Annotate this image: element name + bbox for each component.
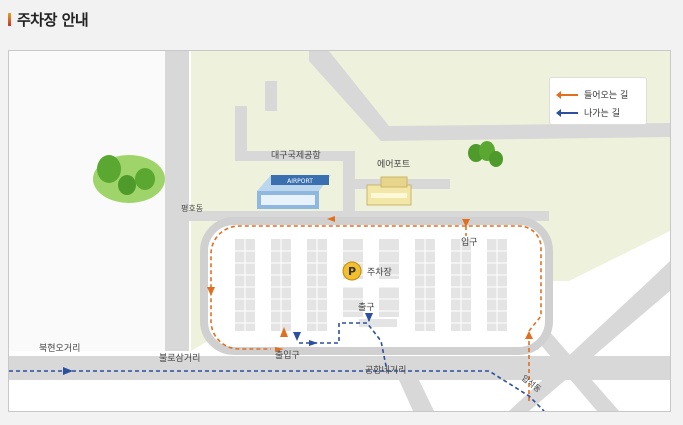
legend-out: 나가는 길 bbox=[556, 106, 620, 119]
label-in-out: 출입구 bbox=[275, 349, 300, 361]
stall-lines bbox=[235, 239, 507, 331]
tree-cluster-left bbox=[93, 155, 165, 203]
parking-map: AIRPORT bbox=[8, 50, 671, 412]
label-exit: 출구 bbox=[358, 302, 375, 313]
label-bulro: 불로삼거리 bbox=[159, 353, 200, 364]
tree-cluster-right bbox=[468, 141, 503, 167]
airport-terminal-building: AIRPORT bbox=[257, 175, 331, 209]
legend-out-label: 나가는 길 bbox=[584, 109, 620, 119]
label-pyeongho: 평호동 bbox=[181, 203, 203, 213]
header-accent-bar bbox=[8, 12, 11, 26]
map-canvas: AIRPORT bbox=[9, 51, 670, 411]
incoming-route bbox=[210, 225, 542, 401]
section-header: 주차장 안내 bbox=[8, 8, 89, 30]
outgoing-route-arrows bbox=[63, 313, 373, 375]
legend-in-label: 들어오는 길 bbox=[584, 91, 629, 101]
page-title: 주차장 안내 bbox=[17, 10, 89, 29]
label-airport-hotel: 에어포트 bbox=[377, 159, 410, 170]
airport-sign-text: AIRPORT bbox=[287, 178, 313, 185]
incoming-arrow-icon bbox=[556, 90, 578, 99]
label-airport-terminal: 대구국제공항 bbox=[271, 150, 321, 161]
label-airport-4way: 공항네거리 bbox=[365, 365, 406, 376]
map-legend: 들어오는 길 나가는 길 bbox=[549, 77, 647, 125]
parking-symbol: P bbox=[342, 261, 362, 281]
legend-in: 들어오는 길 bbox=[556, 88, 629, 101]
label-parking: 주차장 bbox=[367, 266, 392, 278]
incoming-route-arrows bbox=[207, 216, 533, 352]
airport-hotel-building bbox=[366, 176, 412, 206]
svg-text:P: P bbox=[348, 265, 356, 278]
label-entrance: 입구 bbox=[461, 236, 478, 248]
outgoing-arrow-icon bbox=[556, 108, 578, 117]
label-bukhyeon: 북현오거리 bbox=[39, 343, 80, 354]
